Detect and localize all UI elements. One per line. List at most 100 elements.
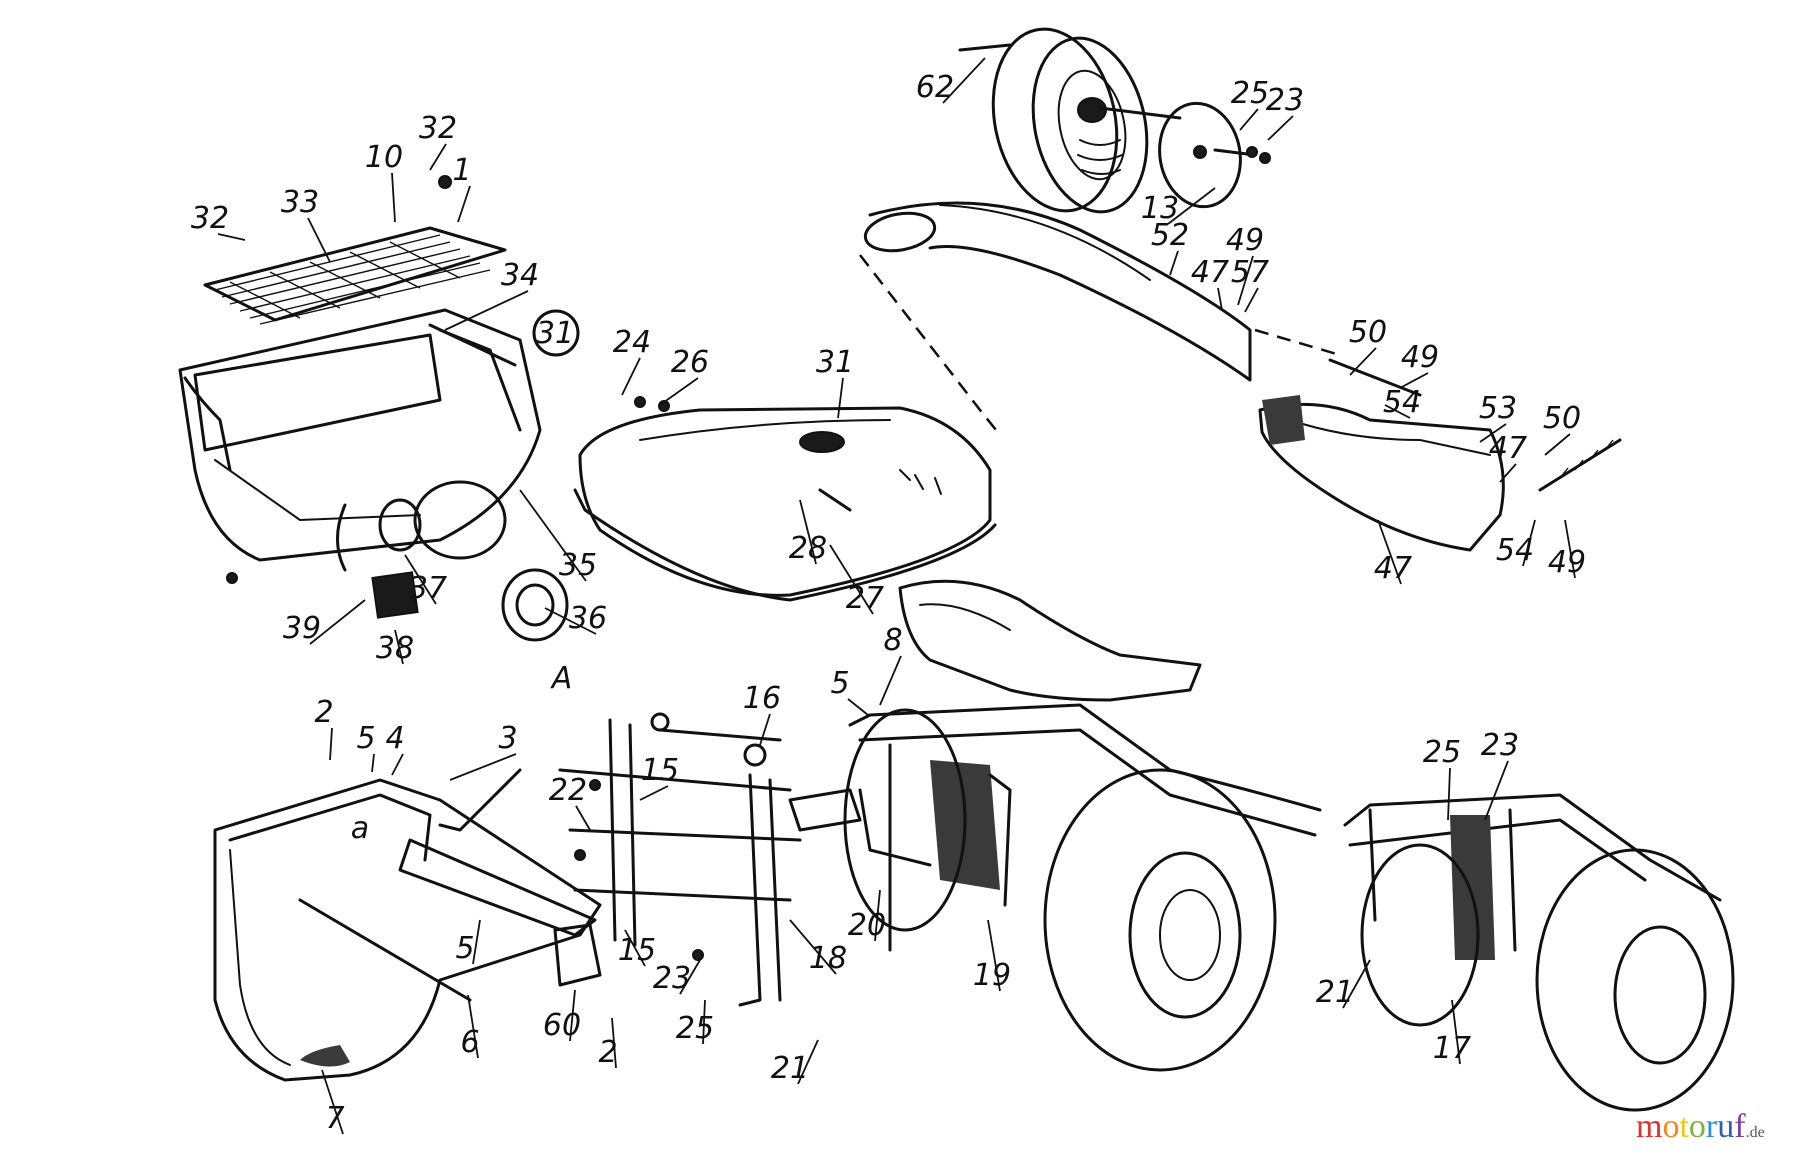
part-number-label: 54 [1383, 385, 1421, 420]
leader-line [329, 727, 333, 761]
leader-line [611, 1017, 617, 1069]
part-number-label: 47 [1374, 551, 1412, 586]
watermark-logo: motoruf.de [1636, 1108, 1765, 1145]
svg-text:motoruf.de: motoruf.de [1636, 1108, 1765, 1145]
part-number-label: 25 [676, 1011, 714, 1046]
part-number-label: 3 [498, 721, 517, 756]
leader-line [1522, 519, 1536, 567]
leader-line [1544, 433, 1571, 456]
part-number-label: 34 [501, 258, 539, 293]
leader-line [1499, 463, 1517, 483]
leader-line [1447, 767, 1451, 821]
rear-frame-detail [1343, 793, 1735, 1112]
part-number-label: 15 [641, 753, 679, 788]
watermark-letter: f [1734, 1108, 1746, 1145]
leader-line [1349, 347, 1377, 376]
leader-line [837, 377, 844, 419]
part-number-label: 27 [846, 581, 884, 616]
leader-line [942, 57, 986, 104]
part-number-label: 5 [830, 666, 849, 701]
leader-line [404, 554, 437, 605]
leader-line [1377, 519, 1402, 585]
leader-line [659, 377, 699, 406]
rear-wheel-assembly [958, 27, 1271, 214]
part-number-label: 6 [460, 1025, 479, 1060]
leader-lines [217, 57, 1576, 1135]
part-number-label: 53 [1479, 391, 1517, 426]
leader-line [467, 994, 479, 1059]
part-number-label: 23 [1266, 83, 1304, 118]
watermark-suffix: .de [1746, 1124, 1765, 1141]
part-number-label: 39 [283, 611, 321, 646]
part-number-label: 36 [569, 601, 607, 636]
part-number-label: 21 [1316, 975, 1354, 1010]
leader-line [1484, 760, 1509, 821]
leader-line [1237, 255, 1254, 306]
part-number-label: 16 [743, 681, 781, 716]
tank-cover [573, 396, 997, 602]
seat [898, 579, 1202, 702]
chassis [843, 703, 1322, 1072]
leader-line [544, 607, 597, 635]
part-number-label: 38 [376, 631, 414, 666]
part-number-label: 25 [1423, 735, 1461, 770]
part-number-label: 8 [883, 623, 902, 658]
leader-line [1239, 108, 1259, 131]
part-number-label: a [351, 811, 369, 846]
leader-line [394, 629, 404, 665]
watermark-letter: r [1706, 1108, 1718, 1145]
watermark-letter: o [1662, 1108, 1679, 1145]
leader-line [391, 172, 396, 223]
leader-line [391, 753, 404, 776]
part-number-label: 13 [1141, 191, 1179, 226]
watermark-letter: o [1689, 1108, 1706, 1145]
part-number-label: 32 [191, 201, 229, 236]
leader-line [879, 655, 902, 706]
circled-group-marker [532, 309, 580, 357]
leader-line [449, 753, 517, 781]
leader-line [444, 290, 529, 331]
leader-line [321, 1069, 344, 1135]
part-number-label: 49 [1401, 340, 1439, 375]
part-number-label: 47 [1191, 255, 1229, 290]
part-number-label: 2 [314, 695, 333, 730]
part-number-label: 57 [1231, 255, 1269, 290]
part-number-label: 35 [559, 548, 597, 583]
leader-line [639, 785, 669, 801]
part-number-label: 7 [325, 1101, 344, 1136]
watermark-letter: u [1717, 1108, 1734, 1145]
part-number-label: 26 [671, 345, 709, 380]
part-number-label: 5 [356, 721, 375, 756]
leader-line [371, 753, 375, 773]
part-number-label: 49 [1226, 223, 1264, 258]
leader-line [874, 889, 881, 942]
part-number-label: 33 [281, 185, 319, 220]
leader-line [457, 185, 471, 223]
leader-line [217, 233, 246, 241]
part-number-label: 50 [1543, 401, 1581, 436]
leader-line [1267, 115, 1294, 141]
part-number-label: 31 [536, 316, 574, 351]
watermark-letter: m [1636, 1108, 1662, 1145]
part-number-label: 47 [1489, 431, 1527, 466]
part-number-label: 22 [549, 773, 587, 808]
discharge-chute [859, 201, 1622, 552]
part-number-label: 49 [1548, 545, 1586, 580]
part-number-label: 17 [1433, 1031, 1471, 1066]
part-number-label: 4 [385, 721, 404, 756]
hitch-bracket [558, 712, 862, 1007]
leader-line [829, 544, 874, 615]
leader-line [797, 1039, 819, 1085]
part-number-label: 62 [916, 70, 954, 105]
part-number-label: 32 [419, 111, 457, 146]
leader-line [1217, 287, 1223, 311]
part-number-label: 18 [809, 941, 847, 976]
part-number-label: 19 [973, 958, 1011, 993]
leader-line [1399, 372, 1429, 389]
leader-line [1384, 404, 1411, 419]
part-number-label: 1 [452, 153, 471, 188]
part-number-label: 54 [1496, 533, 1534, 568]
leader-line [1244, 287, 1259, 313]
